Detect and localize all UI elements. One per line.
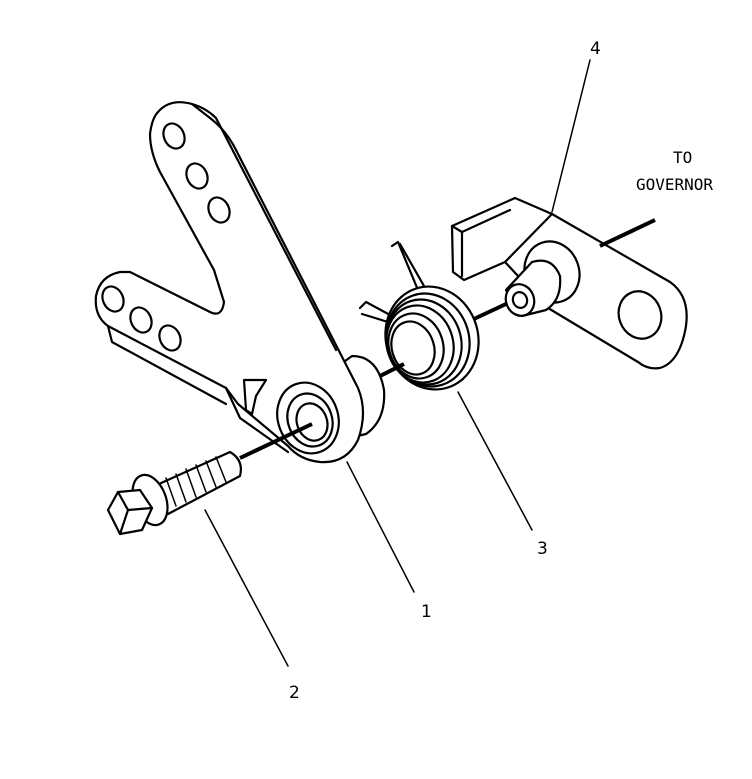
center-axis-line-3 — [239, 422, 313, 460]
callout-1: 1 — [421, 602, 432, 622]
leader-line-3 — [457, 391, 533, 531]
callout-4: 4 — [590, 39, 601, 59]
spring-part — [358, 240, 480, 391]
leader-lines — [204, 59, 591, 667]
callout-3: 3 — [537, 539, 548, 559]
governor-shaft — [599, 218, 656, 248]
bolt-part — [106, 450, 242, 536]
lever-part — [94, 101, 386, 464]
leader-line-4 — [551, 59, 591, 213]
leader-line-1 — [346, 461, 415, 593]
annotation-governor: GOVERNOR — [636, 175, 713, 194]
annotation-to: TO — [673, 148, 692, 167]
leader-line-2 — [204, 509, 289, 667]
callout-2: 2 — [289, 683, 300, 703]
bracket-part — [450, 196, 688, 370]
